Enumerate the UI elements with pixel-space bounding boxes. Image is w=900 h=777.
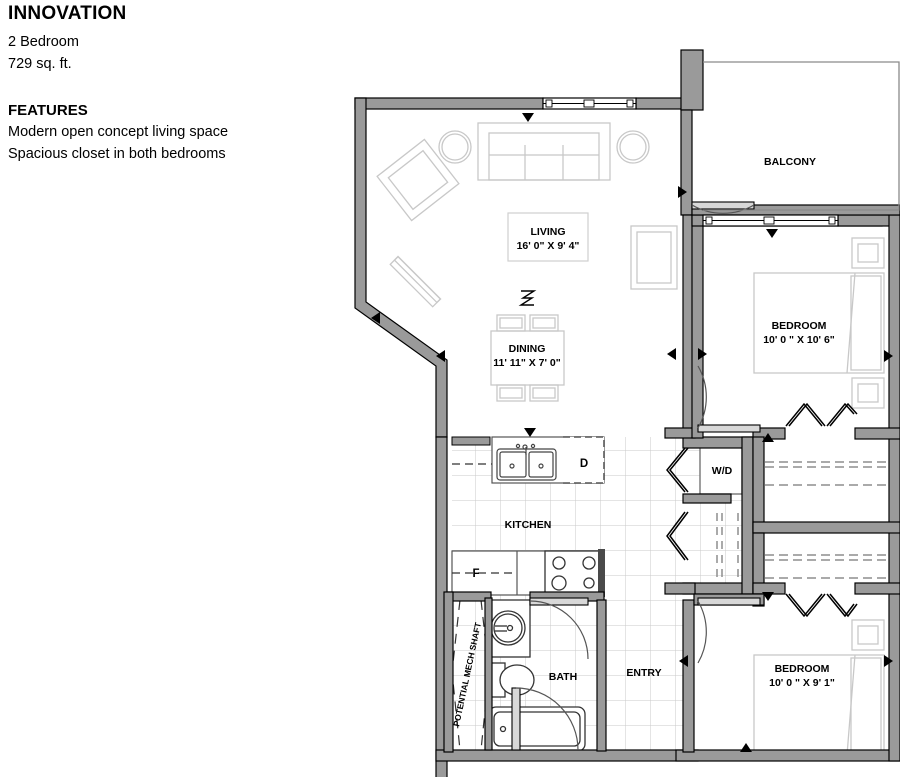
laundry-bifold-door [666, 447, 689, 493]
laundry-label: W/D [712, 465, 733, 477]
feature-item: Spacious closet in both bedrooms [8, 145, 226, 162]
nightstand-icon [851, 237, 885, 409]
floor-lamp-icon [518, 290, 537, 306]
side-table-icon [616, 130, 650, 164]
nightstand-icon [851, 619, 885, 651]
page-title: INNOVATION [8, 3, 127, 24]
doors [511, 201, 858, 751]
view-markers [371, 113, 893, 752]
living-room-dimensions: 16' 0" X 9' 4" [517, 240, 580, 252]
feature-item: Modern open concept living space [8, 123, 229, 140]
room-label-bedroom-2: BEDROOM 10' 0 " X 9' 1" [769, 663, 835, 689]
dining-room-name: DINING [509, 343, 546, 355]
bedroom-2-door [697, 597, 761, 664]
room-label-dining: DINING 11' 11" X 7' 0" [493, 343, 561, 369]
bedroom-1-dimensions: 10' 0 " X 10' 6" [763, 334, 835, 346]
room-label-bedroom-1: BEDROOM 10' 0 " X 10' 6" [763, 320, 835, 346]
bathtub-icon [488, 706, 586, 752]
room-label-living: LIVING 16' 0" X 9' 4" [507, 212, 589, 262]
balcony-door [691, 201, 755, 214]
refrigerator-label: F [472, 568, 479, 580]
closet-shelving [765, 461, 888, 579]
balcony-outline [703, 61, 900, 211]
linen-bifold-door [666, 511, 689, 561]
living-room-name: LIVING [530, 226, 565, 238]
credenza-icon [630, 225, 678, 290]
armchair-icon [376, 138, 460, 222]
kitchen-label: KITCHEN [505, 519, 552, 531]
bed-icon [753, 272, 885, 374]
features-heading: FEATURES [8, 101, 88, 119]
bedroom-1-door [697, 365, 761, 433]
window-living [542, 97, 637, 110]
bedroom-1-name: BEDROOM [772, 320, 827, 332]
closet-bifold-door [785, 593, 858, 618]
windows [542, 97, 839, 227]
dishwasher-label: D [580, 458, 588, 470]
furniture-layer [376, 122, 885, 756]
entry-door [511, 687, 579, 751]
bath-label: BATH [549, 671, 577, 683]
square-footage: 729 sq. ft. [8, 56, 72, 73]
side-table-icon [438, 130, 472, 164]
entry-label: ENTRY [626, 667, 661, 679]
toilet-icon [488, 662, 535, 698]
bath-fixtures [488, 599, 586, 752]
info-panel: INNOVATION 2 Bedroom 729 sq. ft. FEATURE… [8, 3, 338, 165]
balcony-label: BALCONY [764, 156, 816, 168]
range-icon [544, 550, 604, 596]
bedroom-2-dimensions: 10' 0 " X 9' 1" [769, 677, 835, 689]
bedroom-2-name: BEDROOM [775, 663, 830, 675]
dining-set-icon [490, 314, 565, 402]
closet-bifold-door [785, 402, 858, 427]
sink-icon [496, 443, 557, 481]
dining-room-dimensions: 11' 11" X 7' 0" [493, 357, 561, 369]
sofa-icon [477, 122, 611, 181]
console-table-icon [389, 255, 442, 308]
bedroom-count: 2 Bedroom [8, 33, 79, 50]
linen-shelving [716, 513, 739, 583]
bath-door [529, 597, 589, 660]
window-bedroom-1 [702, 214, 839, 227]
kitchen-fixtures: D F [451, 436, 605, 597]
